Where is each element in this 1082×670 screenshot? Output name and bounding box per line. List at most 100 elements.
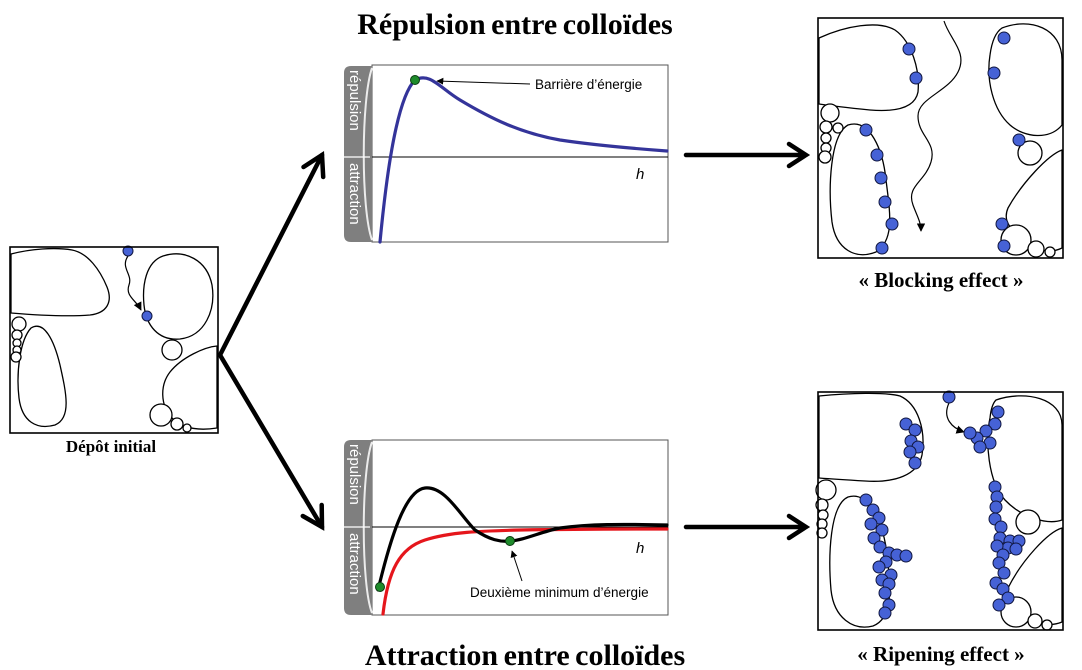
sand-grain [818, 392, 924, 482]
colloid-particle [864, 517, 878, 531]
arrowhead-to-repulsion [301, 150, 326, 180]
small-grain-group [815, 479, 1053, 631]
attraction-black-curve [376, 486, 669, 592]
sand-grain [17, 325, 67, 427]
panel-border [817, 391, 1064, 631]
small-grain [820, 103, 840, 123]
arrow-to-blocking [683, 141, 811, 169]
colloid-particle [997, 31, 1011, 45]
repulsion-side-label: répulsion [346, 70, 363, 131]
initial-deposit-panel [9, 245, 219, 434]
colloid-particle [878, 195, 892, 209]
colloid-particle [859, 493, 873, 507]
sand-grain [142, 253, 214, 340]
arrow-to-ripening [683, 513, 811, 541]
colloid-particle [859, 123, 873, 137]
small-grain [170, 417, 184, 431]
colloid-particle [989, 500, 1003, 514]
colloid-particle [867, 531, 881, 545]
small-grain [11, 316, 27, 332]
colloid-particle [1009, 542, 1023, 556]
attraction-title: Attraction entre colloïdes [365, 639, 685, 670]
colloid-particle [942, 390, 956, 404]
colloid-particle [987, 66, 1001, 80]
secondary-minimum-marker [505, 536, 515, 546]
colloid-particle [992, 598, 1006, 612]
distance-axis-label: h [636, 540, 644, 557]
colloid-particle [979, 424, 993, 438]
colloid-particle [874, 171, 888, 185]
sand-grain [987, 395, 1063, 523]
attraction-side-label: attraction [346, 163, 363, 225]
ripening-effect-panel [815, 390, 1064, 631]
colloid-particle [973, 440, 987, 454]
colloid-particle [903, 445, 917, 459]
small-grain-group [818, 103, 1056, 258]
small-grain [820, 132, 832, 144]
colloid-group [859, 390, 1026, 620]
colloid-particle [1012, 133, 1026, 147]
attraction-side-label: attraction [346, 533, 363, 595]
blocking-effect-panel [817, 17, 1064, 259]
secondary-minimum-label: Deuxième minimum d’énergie [470, 585, 649, 600]
small-grain [182, 423, 192, 433]
colloid-particle [875, 241, 889, 255]
colloid-particle [875, 523, 889, 537]
primary-minimum-marker [375, 582, 385, 592]
colloid-particle [990, 539, 1004, 553]
initial-deposit-caption: Dépôt initial [66, 437, 156, 456]
colloid-particle [878, 606, 892, 620]
colloid-particle [963, 426, 977, 440]
colloid-particle [1001, 591, 1015, 605]
small-grain [815, 479, 837, 501]
repulsion-energy-curve [378, 76, 669, 244]
sand-grain [162, 345, 218, 430]
attraction-energy-plot: répulsion attraction Deuxième minimum d’… [344, 439, 669, 616]
colloid-trajectory-arrow [124, 255, 142, 311]
colloid-particle [878, 586, 892, 600]
colloid-group [859, 31, 1026, 255]
small-grain [832, 122, 844, 134]
small-grain [1027, 240, 1045, 258]
colloid-particle [899, 549, 913, 563]
colloid-particle [873, 540, 887, 554]
annotation-pointer [436, 77, 531, 85]
small-grain [1015, 509, 1041, 535]
ripening-effect-caption: « Ripening effect » [857, 642, 1024, 666]
colloid-particle [902, 42, 916, 56]
energy-barrier-marker [410, 75, 420, 85]
colloid-particle [122, 245, 134, 257]
colloid-particle [988, 417, 1002, 431]
colloid-particle [899, 417, 913, 431]
colloid-particle [908, 456, 922, 470]
colloid-particle [995, 217, 1009, 231]
colloid-particle [870, 148, 884, 162]
distance-axis-label: h [636, 166, 644, 183]
panel-border [817, 17, 1064, 259]
colloid-particle [991, 405, 1005, 419]
sand-grain [988, 23, 1063, 137]
arrowhead-to-attraction [300, 502, 325, 531]
blocking-effect-caption: « Blocking effect » [858, 268, 1023, 292]
colloid-particle [885, 217, 899, 231]
small-grain [10, 351, 22, 363]
plot-frame [371, 64, 669, 243]
colloid-particle [994, 520, 1008, 534]
sand-grain [10, 247, 110, 317]
colloid-particle [141, 310, 153, 322]
small-grain [816, 527, 828, 539]
colloid-trajectory-arrow [946, 402, 965, 434]
branch-arrows [217, 152, 325, 530]
colloid-group [122, 245, 153, 322]
small-grain [1027, 613, 1043, 629]
small-grain [1017, 140, 1043, 166]
energy-barrier-label: Barrière d’énergie [535, 77, 642, 92]
colloid-trajectory-arrow [910, 20, 962, 232]
small-grain-group [10, 316, 192, 433]
small-grain [161, 339, 183, 361]
repulsion-energy-plot: répulsion attraction Barrière d’énergie … [344, 64, 669, 244]
repulsion-side-label: répulsion [346, 444, 363, 505]
colloid-particle [997, 239, 1011, 253]
colloid-particle [909, 71, 923, 85]
